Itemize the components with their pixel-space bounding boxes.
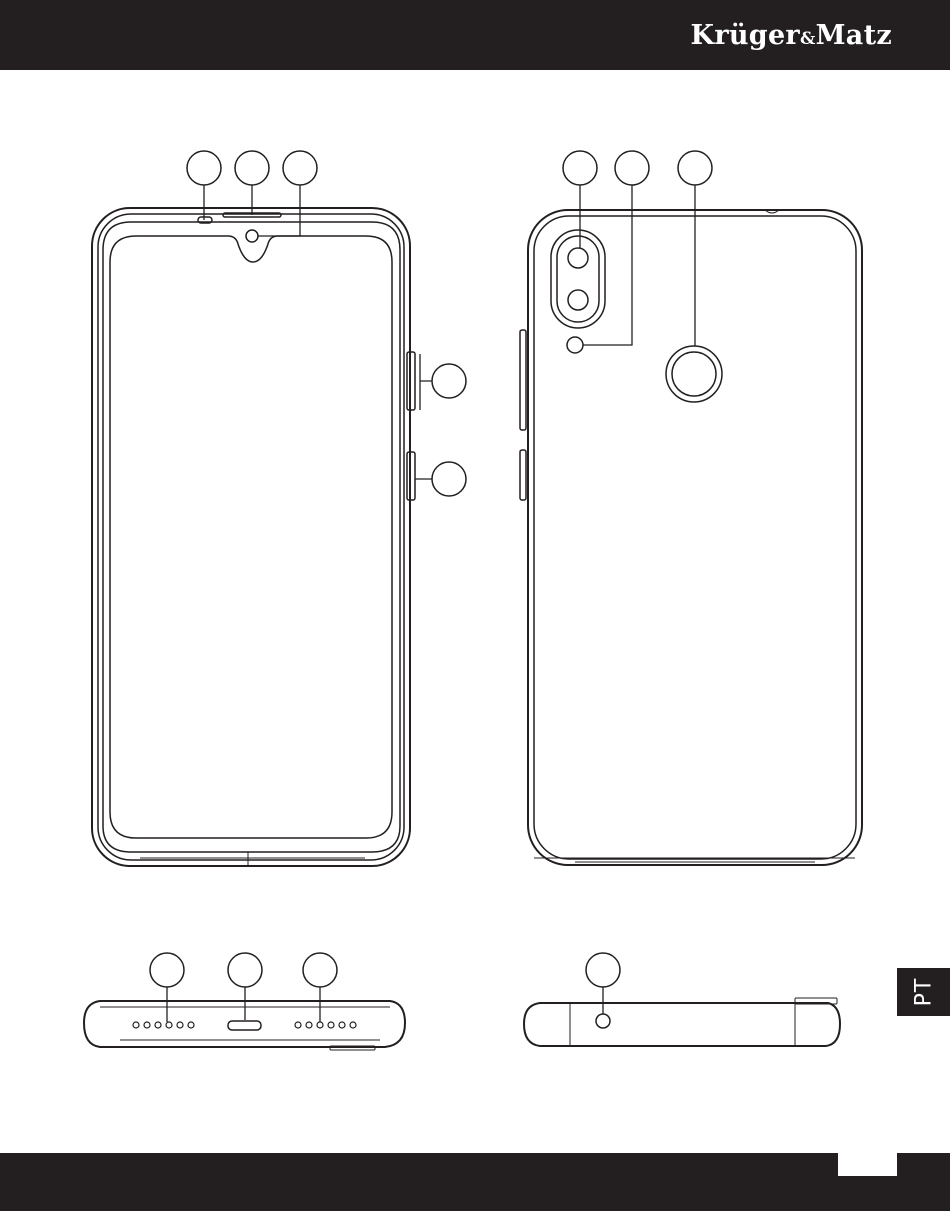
front-bezel xyxy=(103,222,400,852)
callout-4 xyxy=(432,364,466,398)
top-view xyxy=(524,953,840,1046)
headphone-jack xyxy=(596,1014,610,1028)
language-tab: PT xyxy=(897,968,950,1016)
callout-6 xyxy=(563,151,597,185)
speaker-holes-left xyxy=(133,1022,194,1028)
front-camera xyxy=(246,230,258,242)
callout-1 xyxy=(187,151,221,185)
front-body-outer xyxy=(92,208,410,866)
front-body-inner xyxy=(98,214,404,860)
callout-7 xyxy=(615,151,649,185)
usb-port xyxy=(228,1021,261,1030)
fingerprint-sensor xyxy=(666,346,722,402)
callout-3 xyxy=(283,151,317,185)
flash xyxy=(567,337,583,353)
back-power-key xyxy=(520,450,526,500)
callout-11 xyxy=(303,953,337,987)
callout-8 xyxy=(678,151,712,185)
rear-camera-2 xyxy=(568,290,588,310)
rear-camera-module-inner xyxy=(557,236,599,322)
callout-10 xyxy=(228,953,262,987)
callout-12 xyxy=(586,953,620,987)
back-view xyxy=(520,151,862,865)
speaker-holes-right xyxy=(295,1022,356,1028)
rear-camera-module xyxy=(551,230,605,328)
front-view xyxy=(92,151,466,866)
rear-camera-1 xyxy=(568,248,588,268)
callout-9 xyxy=(150,953,184,987)
callout-5 xyxy=(432,462,466,496)
bottom-view xyxy=(84,953,405,1050)
front-screen xyxy=(110,236,392,838)
top-edge-outline xyxy=(524,1003,840,1046)
callout-2 xyxy=(235,151,269,185)
language-label: PT xyxy=(911,978,936,1007)
back-volume-keys xyxy=(520,330,526,430)
footer-bar xyxy=(0,1153,950,1211)
fingerprint-sensor-ring xyxy=(672,352,716,396)
page-number-box xyxy=(838,1153,897,1176)
